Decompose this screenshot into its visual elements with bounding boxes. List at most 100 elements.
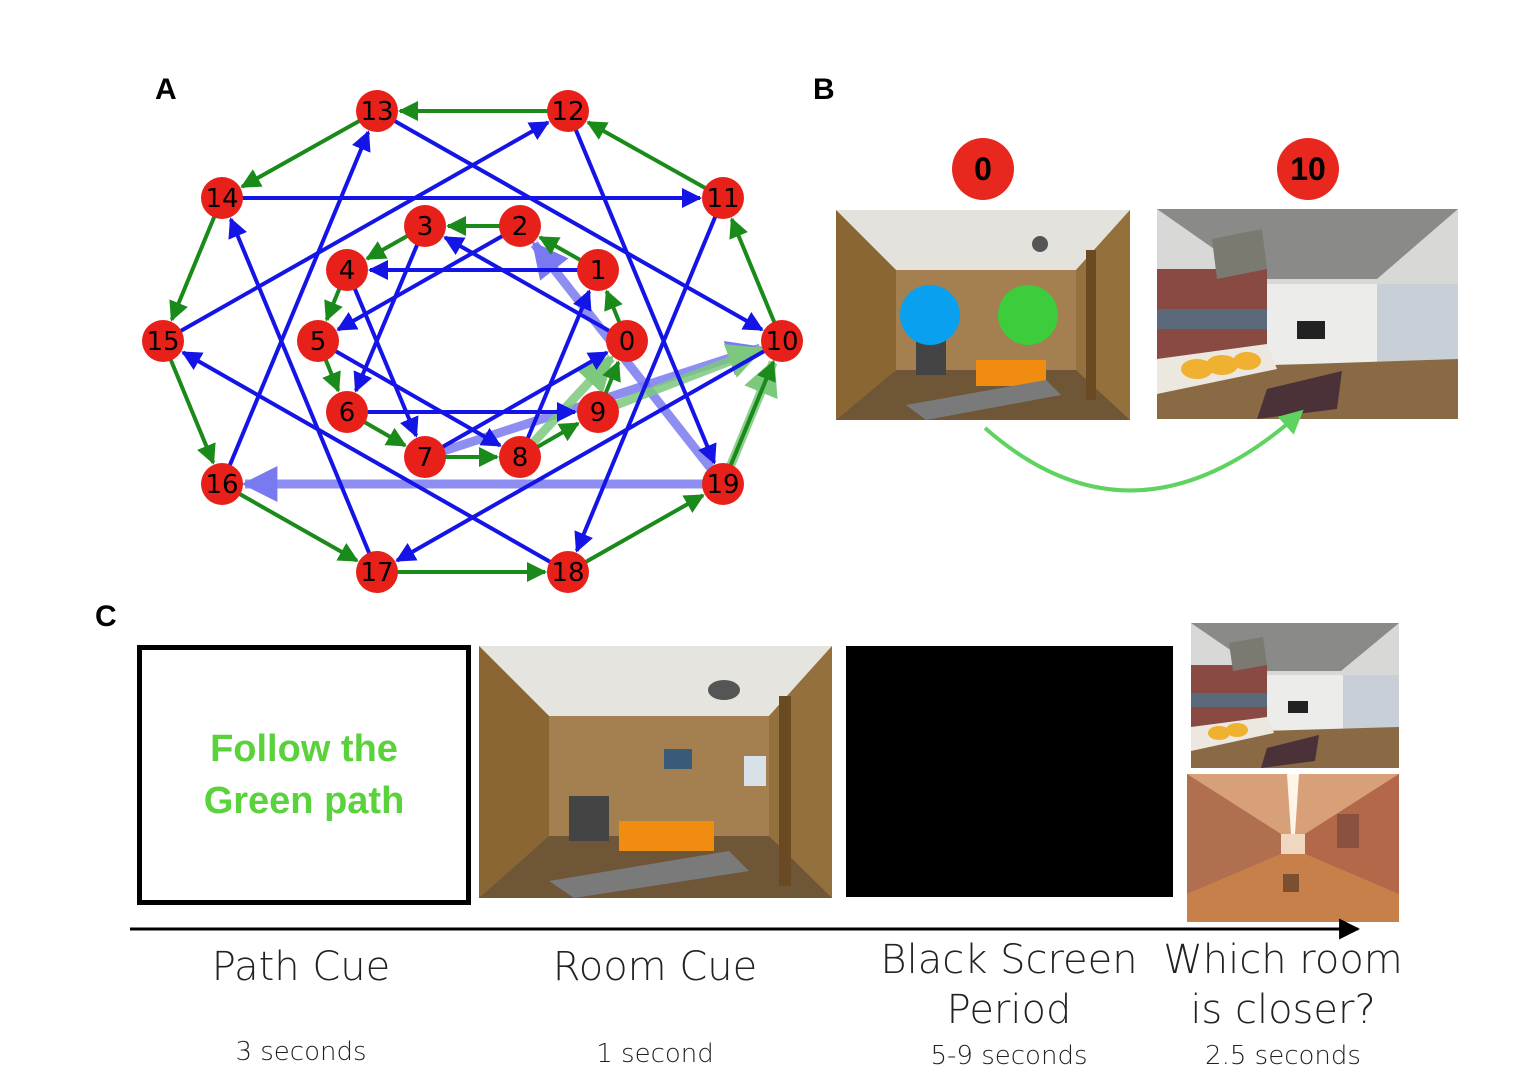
blue-edge-2-5 (336, 232, 507, 332)
graph-node-17: 17 (356, 551, 398, 593)
path-highlight-edge-7-10 (439, 341, 764, 457)
green-edge-11-12 (586, 120, 710, 192)
path-highlight-edge-9-10 (612, 344, 764, 411)
choice-image-living-room (1191, 623, 1399, 768)
graph-node-label: 14 (205, 184, 238, 214)
green-circle (998, 285, 1058, 345)
graph-node-5: 5 (297, 320, 339, 362)
graph-node-4: 4 (326, 249, 368, 291)
graph-node-label: 10 (765, 327, 798, 357)
blue-edge-13-10 (390, 117, 764, 332)
blue-circle (900, 285, 960, 345)
path-highlight-edge-19-2 (530, 241, 717, 474)
graph-node-3: 3 (404, 205, 446, 247)
graph-node-0: 0 (606, 320, 648, 362)
graph-node-label: 17 (360, 558, 393, 588)
graph-node-18: 18 (547, 551, 589, 593)
graph-node-label: 11 (706, 184, 739, 214)
graph-node-label: 9 (590, 398, 607, 428)
graph-node-14: 14 (201, 177, 243, 219)
cue-text-line1: Follow the (210, 728, 398, 770)
graph-node-2: 2 (499, 205, 541, 247)
room-badge-target: 10 (1277, 138, 1339, 200)
green-edge-8-9 (533, 421, 580, 451)
graph-node-label: 12 (551, 97, 584, 127)
blue-edge-5-8 (331, 347, 502, 448)
graph-node-19: 19 (702, 463, 744, 505)
blue-edge-4-7 (351, 284, 419, 438)
path-cue-box: Follow the Green path (137, 645, 471, 905)
graph-node-label: 5 (310, 327, 327, 357)
graph-node-10: 10 (761, 320, 803, 362)
graph-node-16: 16 (201, 463, 243, 505)
graph-node-label: 4 (339, 256, 356, 286)
blue-edge-0-3 (443, 235, 614, 335)
room-image-modern (1157, 209, 1458, 419)
blue-edge-16-13 (226, 130, 371, 470)
green-edge-19-10 (727, 360, 776, 470)
blue-edge-15-12 (176, 120, 550, 335)
blue-edge-3-6 (353, 240, 421, 393)
graph-node-7: 7 (404, 436, 446, 478)
graph-node-label: 7 (417, 443, 434, 473)
graph-node-13: 13 (356, 90, 398, 132)
blue-edge-11-18 (574, 212, 719, 553)
graph-node-12: 12 (547, 90, 589, 132)
green-edge-14-15 (169, 212, 218, 322)
step-title-room-cue: Room Cue (552, 944, 758, 990)
path-highlight-edge-19-10 (725, 358, 778, 471)
graph-node-11: 11 (702, 177, 744, 219)
room-cue-image (479, 646, 832, 898)
graph-node-label: 16 (205, 470, 238, 500)
green-edge-15-16 (167, 355, 216, 465)
graph-node-label: 19 (706, 470, 739, 500)
graph-node-label: 15 (146, 327, 179, 357)
green-edge-10-11 (729, 217, 778, 327)
step-title-black-screen: Black Screen Period (880, 937, 1138, 1033)
panel-label-c: C (95, 600, 117, 633)
green-edge-4-5 (324, 284, 343, 322)
blue-edge-17-14 (228, 217, 373, 558)
step-duration-which-room: 2.5 seconds (1205, 1041, 1361, 1071)
green-edge-0-1 (604, 289, 623, 327)
graph-node-9: 9 (577, 391, 619, 433)
graph-node-1: 1 (577, 249, 619, 291)
black-screen (846, 646, 1173, 897)
green-edge-3-4 (365, 232, 412, 261)
green-edge-16-17 (235, 490, 359, 563)
graph-node-label: 13 (360, 97, 393, 127)
step-title-which-room: Which room is closer? (1163, 937, 1403, 1033)
step-duration-room-cue: 1 second (596, 1039, 714, 1069)
panel-label-a: A (155, 73, 177, 106)
step-title-path-cue: Path Cue (211, 944, 391, 990)
graph-node-label: 1 (590, 256, 607, 286)
green-edge-13-14 (240, 117, 364, 189)
graph-node-8: 8 (499, 436, 541, 478)
choice-image-corridor (1187, 774, 1399, 922)
blue-edge-12-19 (572, 125, 717, 465)
graph-node-label: 6 (339, 398, 356, 428)
path-highlight-edge-8-0 (528, 354, 615, 448)
graph-node-label: 8 (512, 443, 529, 473)
graph-node-label: 0 (619, 327, 636, 357)
panel-label-b: B (813, 73, 835, 106)
graph-node-15: 15 (142, 320, 184, 362)
graph-node-label: 3 (417, 212, 434, 242)
room-image-cabin (836, 210, 1130, 420)
graph-node-label: 18 (551, 558, 584, 588)
graph-node-6: 6 (326, 391, 368, 433)
green-edge-1-2 (538, 235, 585, 264)
green-edge-9-0 (602, 360, 621, 398)
green-edge-18-19 (581, 493, 705, 566)
room-badge-start: 0 (952, 138, 1014, 200)
green-edge-6-7 (360, 418, 407, 448)
step-duration-path-cue: 3 seconds (235, 1037, 367, 1067)
green-edge-5-6 (322, 355, 341, 393)
blue-edge-8-1 (524, 289, 592, 443)
blue-edge-7-0 (438, 350, 609, 451)
cue-text-line2: Green path (203, 780, 405, 822)
blue-edge-18-15 (181, 350, 555, 566)
step-duration-black-screen: 5-9 seconds (930, 1041, 1088, 1071)
blue-edge-10-17 (395, 347, 769, 563)
graph-node-label: 2 (512, 212, 529, 242)
